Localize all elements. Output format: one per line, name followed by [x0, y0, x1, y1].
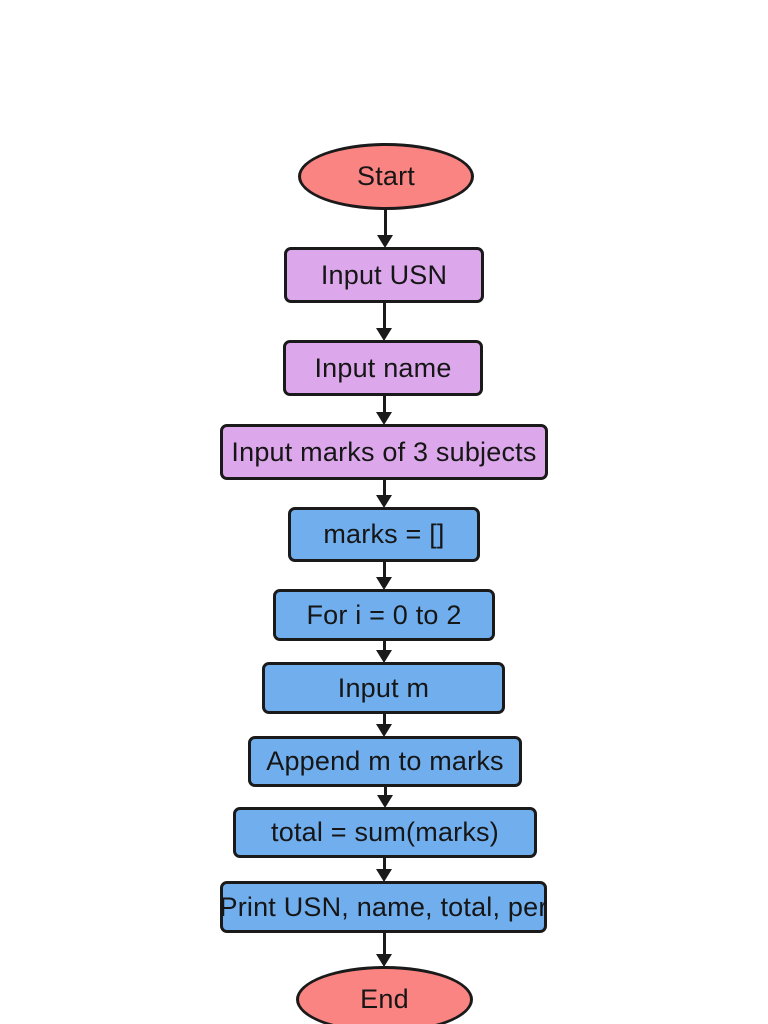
arrowhead-icon — [376, 869, 392, 882]
node-label: Append m to marks — [266, 746, 504, 776]
node-append-m: Append m to marks — [248, 736, 522, 787]
flow-arrow-line-print-out-to-end — [383, 931, 386, 956]
node-label: End — [360, 984, 409, 1014]
node-label: marks = [] — [323, 519, 445, 549]
node-end: End — [296, 966, 473, 1024]
node-label: Input marks of 3 subjects — [231, 436, 537, 467]
arrowhead-icon — [376, 650, 392, 663]
node-marks-init: marks = [] — [288, 507, 480, 562]
node-label: Input name — [314, 352, 452, 383]
flow-arrow-line-append-m-to-total-sum — [384, 785, 387, 797]
node-for-loop: For i = 0 to 2 — [273, 589, 495, 641]
flow-arrow-line-input-marks-to-marks-init — [383, 478, 386, 497]
arrowhead-icon — [376, 495, 392, 508]
arrowhead-icon — [376, 724, 392, 737]
node-label: Start — [356, 161, 416, 191]
arrowhead-icon — [376, 328, 392, 341]
flow-arrow-line-marks-init-to-for-loop — [383, 560, 386, 579]
node-label: total = sum(marks) — [271, 817, 499, 847]
flow-arrow-line-total-sum-to-print-out — [383, 856, 386, 871]
arrowhead-icon — [377, 795, 393, 808]
arrowhead-icon — [376, 412, 392, 425]
flow-arrow-line-start-to-input-usn — [384, 208, 387, 237]
node-label: Input USN — [320, 259, 448, 290]
node-total-sum: total = sum(marks) — [233, 807, 537, 858]
flow-arrow-line-input-usn-to-input-name — [383, 301, 386, 330]
node-print-out: Print USN, name, total, per — [219, 881, 548, 933]
node-label: Print USN, name, total, per — [219, 891, 548, 922]
node-input-usn: Input USN — [284, 247, 484, 303]
arrowhead-icon — [376, 954, 392, 967]
node-label: For i = 0 to 2 — [306, 599, 462, 630]
node-input-m: Input m — [262, 662, 505, 714]
node-start: Start — [298, 143, 474, 210]
arrowhead-icon — [377, 235, 393, 248]
flow-arrow-line-input-m-to-append-m — [383, 712, 386, 726]
node-input-marks: Input marks of 3 subjects — [220, 424, 548, 480]
flow-arrow-line-for-loop-to-input-m — [383, 639, 386, 652]
arrowhead-icon — [376, 577, 392, 590]
node-label: Input m — [337, 672, 430, 703]
node-input-name: Input name — [283, 340, 483, 396]
flow-arrow-line-input-name-to-input-marks — [383, 394, 386, 414]
